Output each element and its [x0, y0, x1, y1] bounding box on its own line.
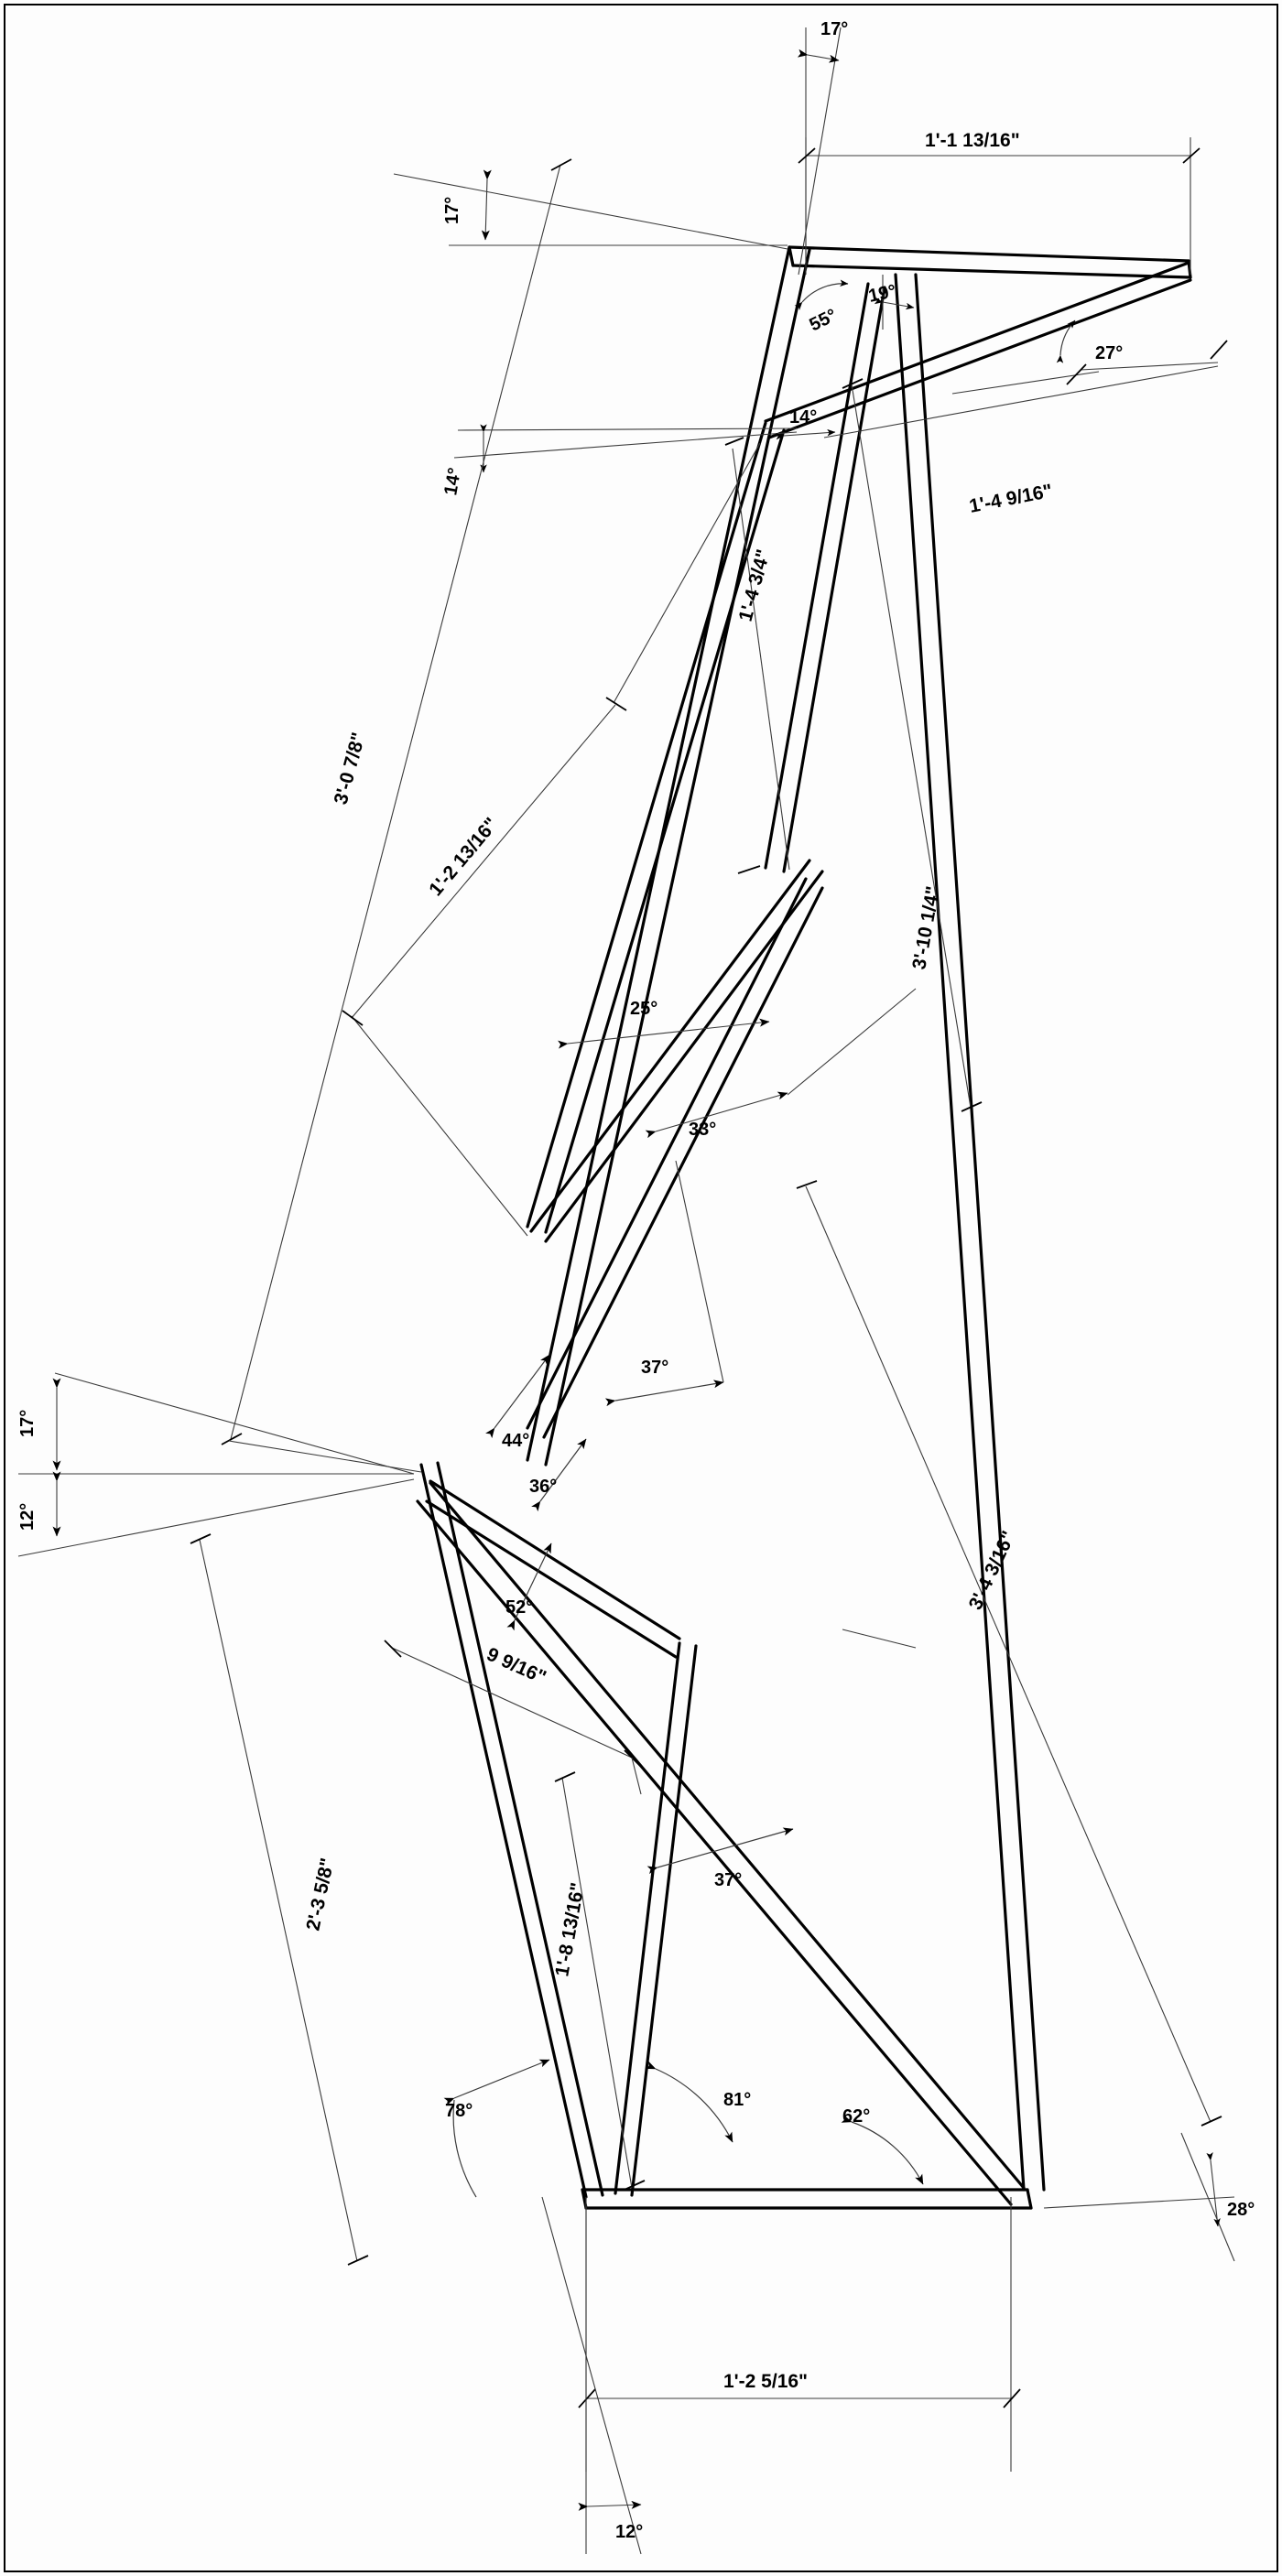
dim-base-right-62: [841, 2115, 924, 2185]
dim-label-short-brace: 9 9/16": [483, 1644, 549, 1689]
angle-label-78: 78°: [445, 2101, 473, 2121]
dim-label-right-lower: 3'-4 3/16": [965, 1528, 1020, 1613]
angle-label-33: 33°: [689, 1120, 716, 1140]
dim-base-mid-81: [645, 2061, 733, 2143]
dim-top-vertical-tilt: [797, 27, 842, 276]
dim-label-bottom-width: 1'-2 5/16": [723, 2371, 808, 2392]
angle-label-bottom-12: 12°: [615, 2522, 643, 2542]
dim-left-node-17: [18, 1372, 415, 1475]
dim-label-lower-post: 1'-8 13/16": [551, 1881, 589, 1978]
dim-upper-left-14a: [453, 424, 798, 473]
angle-label-left-17: 17°: [17, 1410, 38, 1437]
structure-members: [416, 245, 1192, 2210]
dim-top-width: [798, 137, 1201, 275]
dim-left-long-diag: [221, 158, 572, 1473]
dim-mid-brace-25: [558, 1018, 770, 1049]
dim-label-lower-left: 2'-3 5/8": [302, 1856, 338, 1932]
dim-lower-left-diag: [190, 1533, 369, 2266]
angle-label-52: 52°: [505, 1597, 533, 1618]
dim-bottom-vertical-12: [541, 2196, 642, 2555]
angle-label-upperleft-14: 14°: [440, 466, 465, 497]
dim-label-upper-right: 1'-4 9/16": [968, 481, 1055, 517]
angle-label-topleft-17: 17°: [442, 197, 462, 224]
angle-label-19: 19°: [866, 281, 897, 307]
angle-label-36: 36°: [529, 1477, 557, 1497]
angle-label-top-17: 17°: [820, 19, 848, 39]
dim-upper-right-diag: [823, 340, 1228, 438]
dim-label-left-mid: 1'-2 13/16": [425, 814, 502, 900]
dim-upper-mid-diag: [724, 437, 790, 874]
angle-label-81: 81°: [723, 2090, 751, 2110]
dim-upper-mid-14b: [776, 428, 836, 440]
dim-short-brace: [384, 1640, 642, 1795]
dim-left-node-12: [17, 1471, 415, 1557]
angle-label-uppermid-14: 14°: [789, 407, 817, 428]
dim-lower-post: [554, 1771, 646, 2191]
angle-label-37a: 37°: [641, 1358, 668, 1378]
dim-left-mid-diag: [342, 442, 761, 1237]
dim-lower-node-52: [506, 1542, 552, 1631]
dim-upper-node-55: [794, 279, 849, 310]
dim-lower-node-37b: [646, 1827, 794, 1875]
dim-mid-node-44: [485, 1354, 550, 1439]
dim-right-lower-diag: [796, 1180, 1222, 2127]
dim-bottom-width: [578, 2197, 1021, 2472]
dim-mid-node-36: [531, 1438, 587, 1512]
angle-label-25: 25°: [630, 999, 657, 1019]
sheet-border: [4, 4, 1278, 2572]
dim-right-long-diag: [842, 378, 983, 1112]
angle-label-62: 62°: [842, 2106, 870, 2127]
angle-label-37b: 37°: [714, 1870, 742, 1890]
dim-label-top-width: 1'-1 13/16": [925, 130, 1020, 151]
dim-base-left-78: [443, 2059, 550, 2198]
angle-label-27: 27°: [1095, 343, 1123, 363]
dim-upper-node-19: [874, 275, 915, 330]
angle-label-44: 44°: [502, 1431, 529, 1451]
dim-mid-node-37a: [604, 1160, 724, 1407]
dim-top-left-tilt: [393, 169, 788, 250]
angle-label-left-12: 12°: [17, 1503, 38, 1531]
dim-label-left-long: 3'-0 7/8": [331, 731, 370, 807]
dim-upper-right-27: [951, 319, 1100, 395]
angle-label-28: 28°: [1227, 2200, 1255, 2220]
angle-label-55: 55°: [807, 305, 841, 335]
dim-mid-brace-33: [645, 988, 917, 1139]
dim-base-right-28: [1043, 2132, 1235, 2262]
dim-label-upper-mid: 1'-4 3/4": [735, 547, 775, 624]
